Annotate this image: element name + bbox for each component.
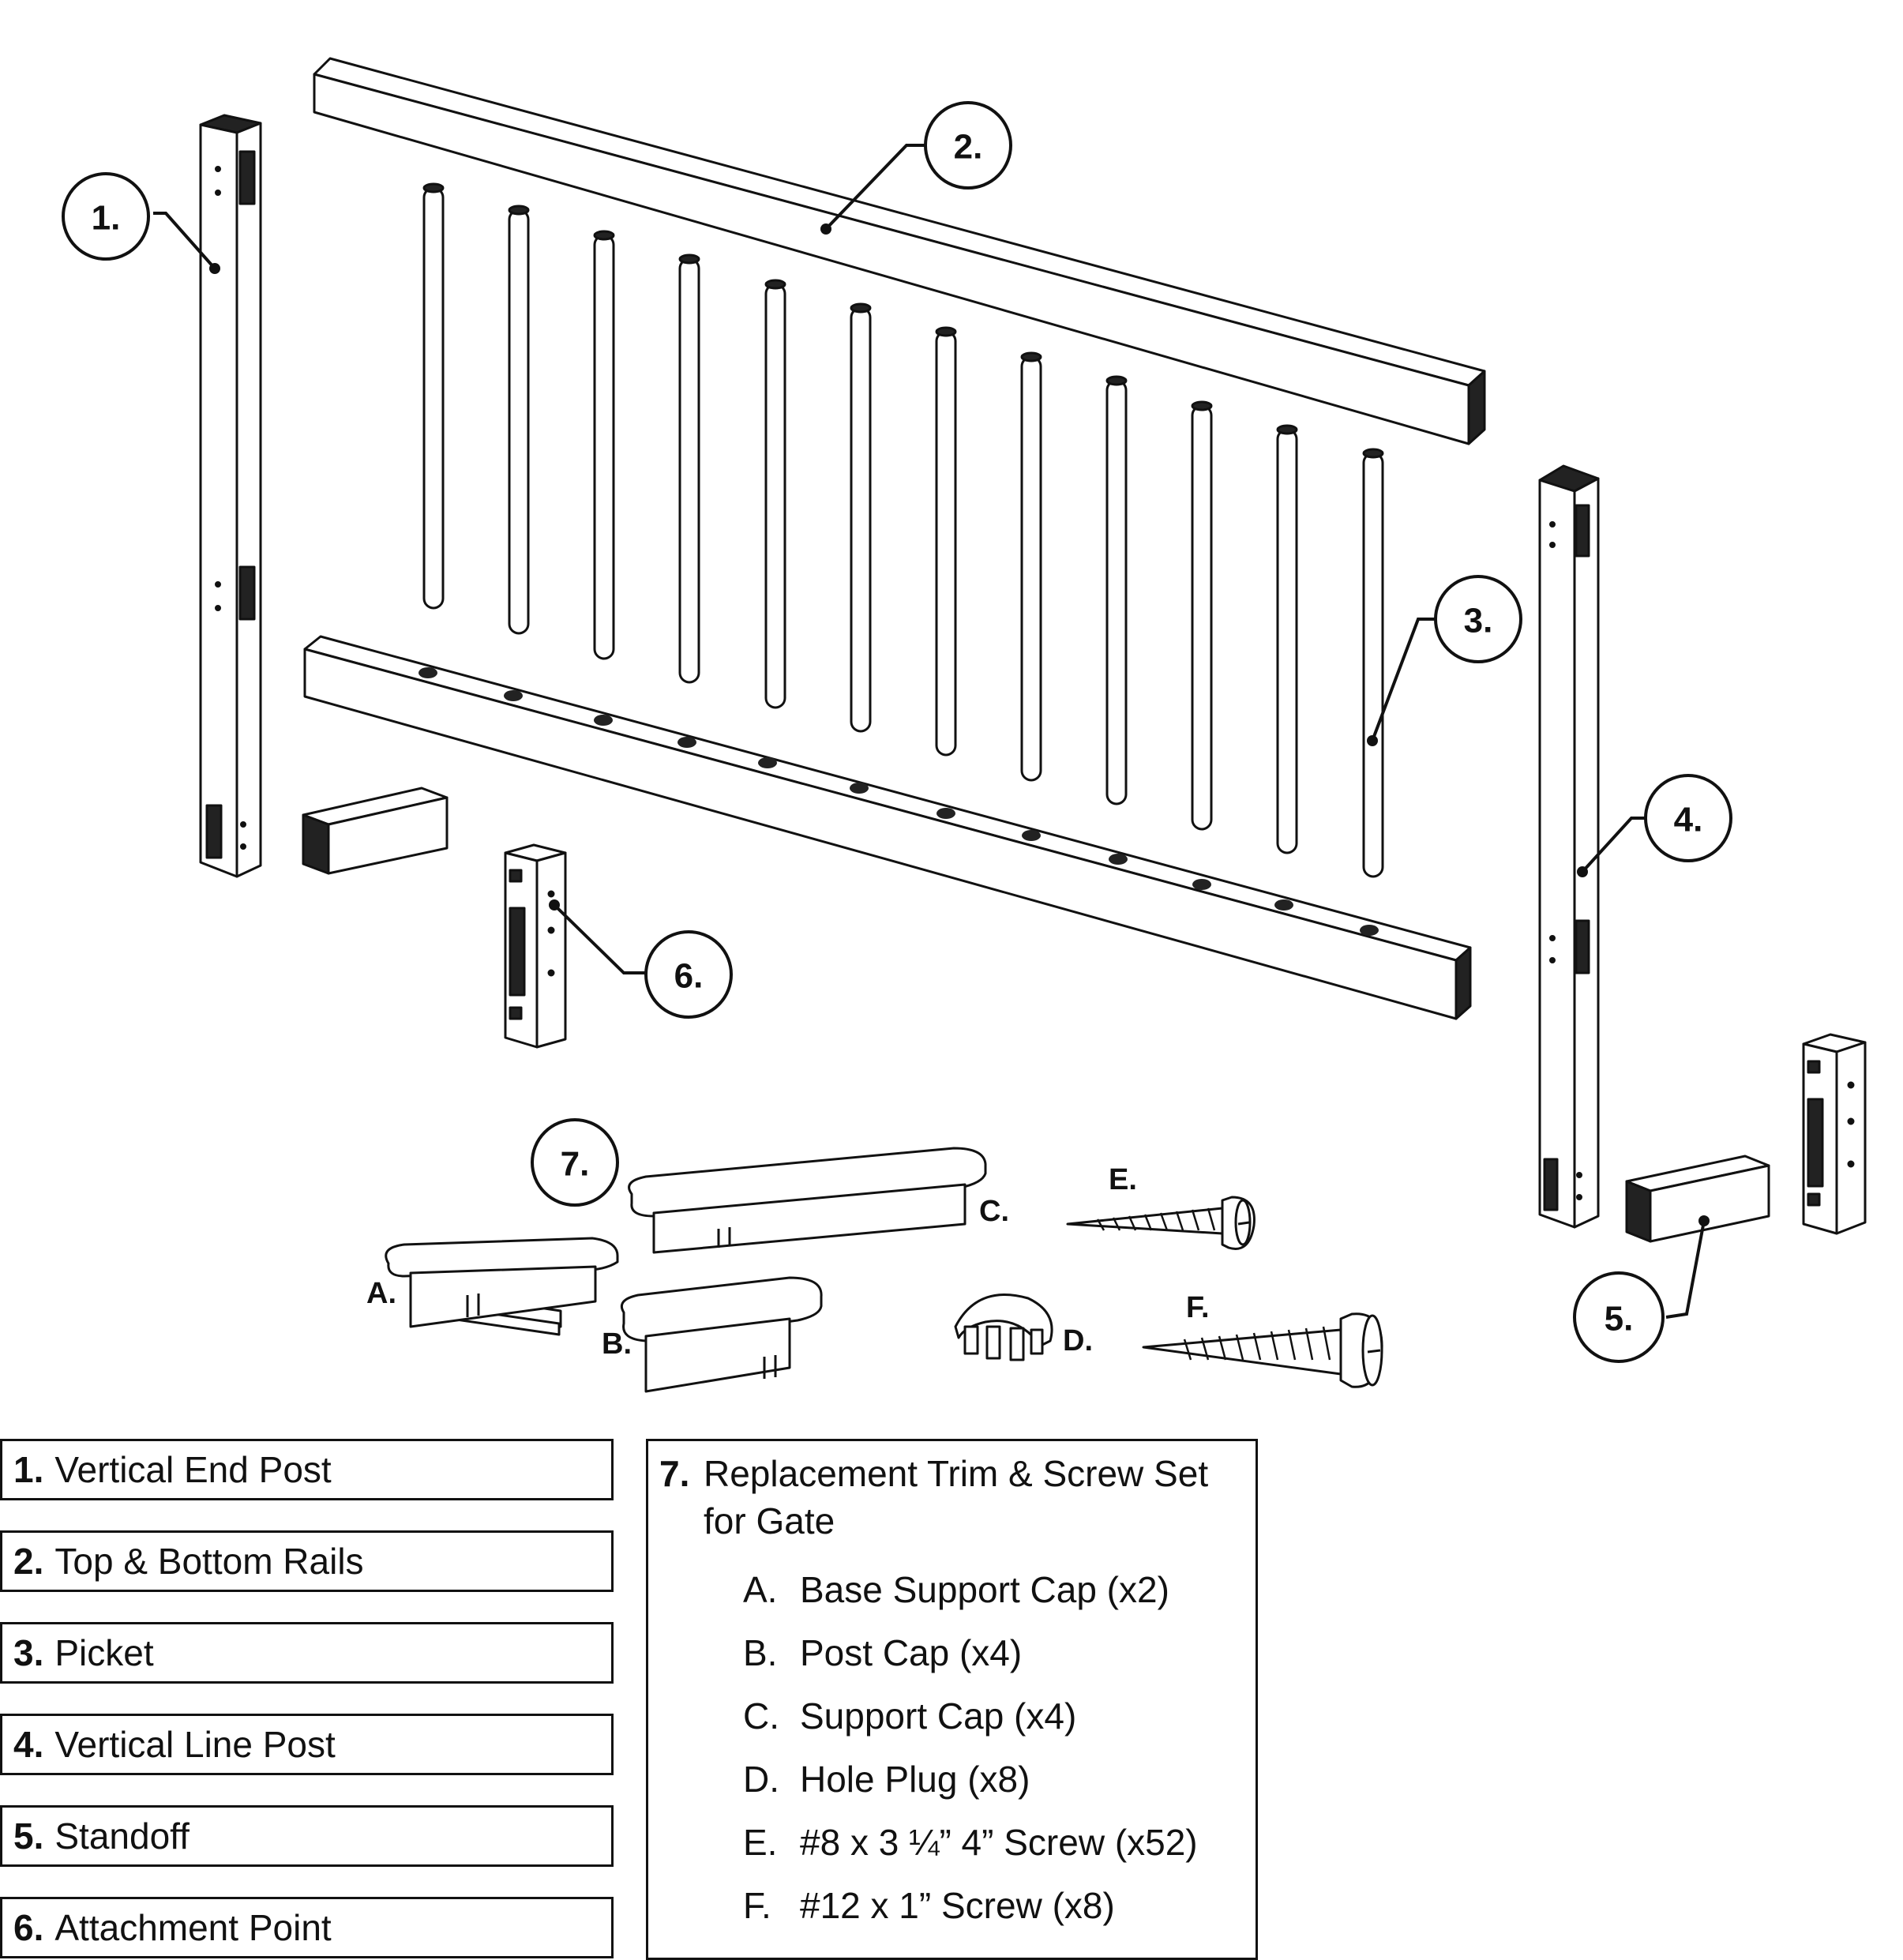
- kit-item-label: Post Cap (x4): [800, 1632, 1023, 1673]
- kit-item-f: F. #12 x 1” Screw (x8): [743, 1887, 1115, 1924]
- callout-2-circle: [924, 101, 1012, 190]
- legend-num: 1.: [13, 1449, 44, 1490]
- leader-6-dot: [549, 899, 560, 911]
- leader-4: [1581, 817, 1646, 873]
- callout-4: 4.: [1674, 801, 1703, 839]
- kit-item-e: E. #8 x 3 ¼” 4” Screw (x52): [743, 1824, 1198, 1860]
- kit-item-letter: F.: [743, 1885, 771, 1926]
- kit-item-a: A. Base Support Cap (x2): [743, 1571, 1169, 1608]
- kit-item-b: B. Post Cap (x4): [743, 1635, 1022, 1671]
- kit-item-label: #12 x 1” Screw (x8): [800, 1885, 1115, 1926]
- legend-num: 4.: [13, 1724, 44, 1765]
- screw-e: [1066, 1196, 1256, 1250]
- legend-label: Attachment Point: [54, 1907, 332, 1948]
- bottom-rail: [303, 635, 1472, 1020]
- legend-item-vertical-end-post: 1.Vertical End Post: [0, 1439, 614, 1500]
- top-rail: [313, 57, 1486, 445]
- kit-item-label: Hole Plug (x8): [800, 1759, 1030, 1800]
- callout-5: 5.: [1605, 1300, 1634, 1339]
- kit-item-letter: D.: [743, 1759, 779, 1800]
- standoff-left: [302, 787, 449, 875]
- callout-1: 1.: [92, 199, 121, 238]
- legend-label: Vertical End Post: [54, 1449, 332, 1490]
- legend-item-attachment-point: 6.Attachment Point: [0, 1897, 614, 1958]
- kit-item-d: D. Hole Plug (x8): [743, 1761, 1030, 1797]
- label-d: D.: [1063, 1324, 1093, 1357]
- legend-item-picket: 3.Picket: [0, 1622, 614, 1684]
- leader-4-dot: [1577, 866, 1588, 877]
- kit-item-label: Base Support Cap (x2): [800, 1569, 1169, 1610]
- attachment-point-left: [504, 843, 567, 1049]
- legend-item-top-bottom-rails: 2.Top & Bottom Rails: [0, 1530, 614, 1592]
- kit-title: Replacement Trim & Screw Set for Gate: [704, 1453, 1209, 1541]
- label-a: A.: [366, 1277, 396, 1310]
- base-support-cap: [385, 1237, 619, 1336]
- kit-item-label: Support Cap (x4): [800, 1695, 1077, 1737]
- leader-5-dot: [1698, 1215, 1710, 1226]
- legend-label: Picket: [54, 1632, 154, 1673]
- leader-3-dot: [1367, 735, 1378, 746]
- legend-label: Vertical Line Post: [54, 1724, 336, 1765]
- label-c: C.: [979, 1195, 1009, 1228]
- hole-plug: [954, 1294, 1053, 1361]
- leader-5: [1665, 1220, 1706, 1319]
- leader-3: [1371, 618, 1436, 742]
- leader-6: [553, 903, 646, 974]
- label-f: F.: [1186, 1291, 1210, 1324]
- callout-3-circle: [1434, 575, 1522, 663]
- callout-7: 7.: [561, 1145, 590, 1184]
- fence-parts-diagram: 1. 2. 3. 4. 5. 6. 7. A. B. C. D. E. F.: [62, 57, 1867, 1393]
- callout-6-circle: [644, 930, 733, 1019]
- post-cap: [620, 1276, 823, 1393]
- standoff-right: [1625, 1155, 1770, 1243]
- kit-item-letter: B.: [743, 1632, 778, 1673]
- leader-1: [153, 212, 216, 270]
- legend-item-vertical-line-post: 4.Vertical Line Post: [0, 1714, 614, 1775]
- leader-1-dot: [209, 263, 220, 274]
- vertical-end-post: [199, 114, 262, 878]
- legend-label: Standoff: [54, 1815, 190, 1857]
- legend-num: 3.: [13, 1632, 44, 1673]
- legend-num: 6.: [13, 1907, 44, 1948]
- screw-f: [1142, 1312, 1383, 1388]
- leader-2: [824, 144, 925, 231]
- label-b: B.: [602, 1327, 632, 1361]
- callout-1-circle: [62, 172, 150, 261]
- kit-item-label: #8 x 3 ¼” 4” Screw (x52): [800, 1822, 1198, 1863]
- callout-5-circle: [1573, 1271, 1665, 1363]
- pickets: [422, 182, 1384, 878]
- legend-num: 2.: [13, 1541, 44, 1582]
- legend-item-standoff: 5.Standoff: [0, 1805, 614, 1867]
- kit-item-letter: E.: [743, 1822, 778, 1863]
- vertical-line-post: [1538, 464, 1600, 1229]
- callout-3: 3.: [1464, 602, 1493, 640]
- callout-6: 6.: [674, 957, 704, 996]
- support-cap: [628, 1147, 987, 1254]
- kit-num: 7.: [659, 1453, 690, 1494]
- kit-item-letter: A.: [743, 1569, 778, 1610]
- attachment-point-right: [1802, 1033, 1867, 1235]
- legend-kit-box: 7. Replacement Trim & Screw Set for Gate…: [646, 1439, 1258, 1960]
- label-e: E.: [1109, 1163, 1137, 1196]
- kit-item-letter: C.: [743, 1695, 779, 1737]
- callout-2: 2.: [954, 128, 983, 167]
- callout-7-circle: [531, 1118, 619, 1207]
- callout-4-circle: [1644, 774, 1732, 862]
- legend-label: Top & Bottom Rails: [54, 1541, 364, 1582]
- kit-item-c: C. Support Cap (x4): [743, 1698, 1076, 1734]
- legend-num: 5.: [13, 1815, 44, 1857]
- leader-2-dot: [820, 223, 831, 235]
